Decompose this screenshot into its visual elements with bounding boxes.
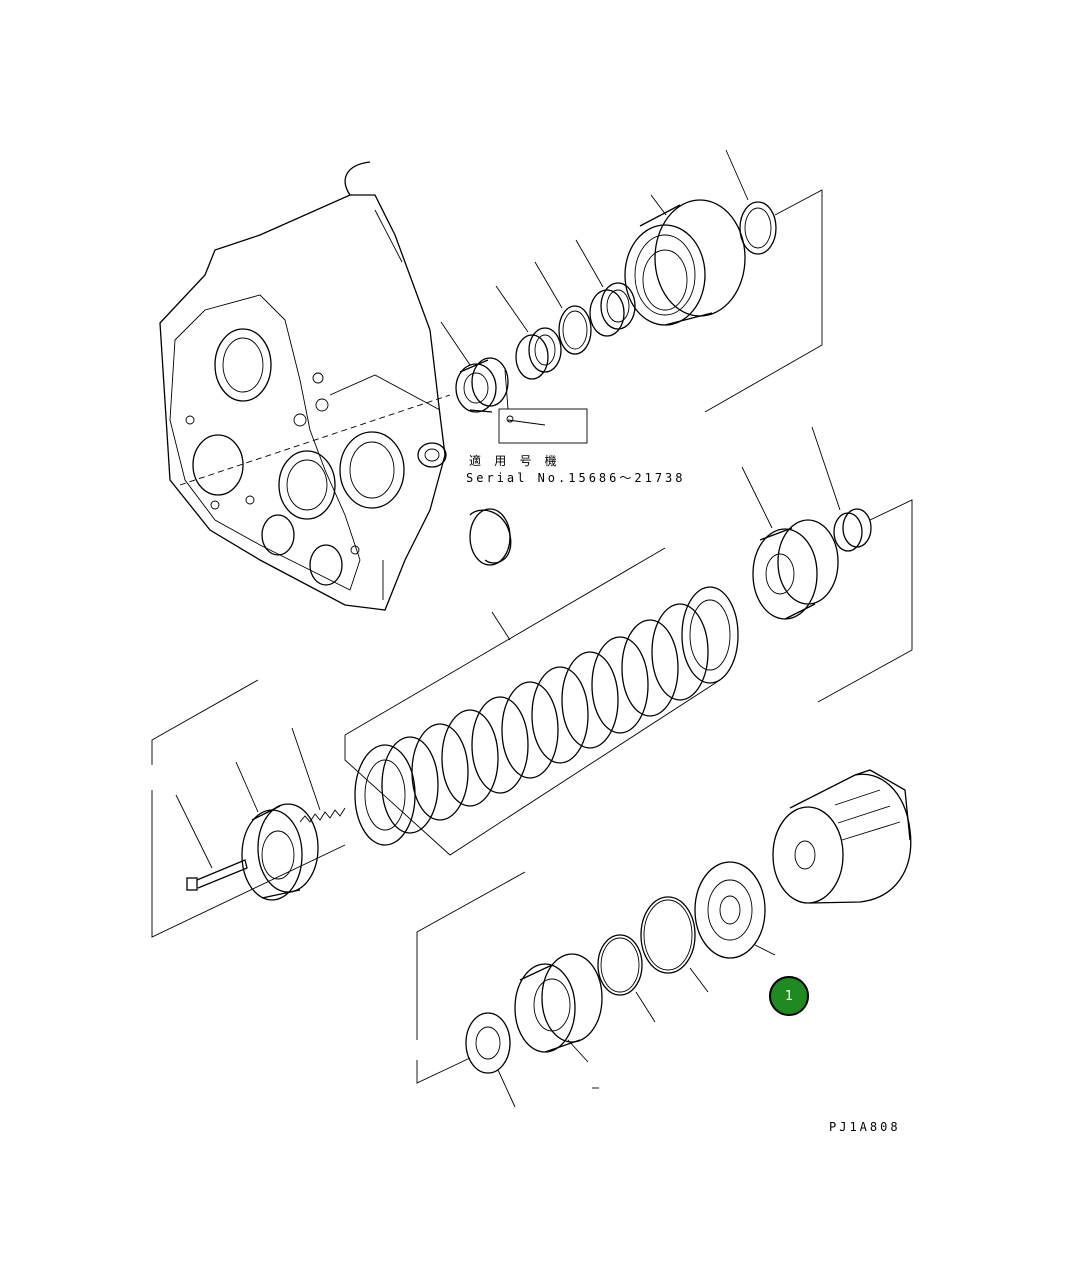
piston: [694, 861, 776, 959]
bushing: [575, 239, 636, 337]
group-bracket: [416, 1057, 471, 1084]
drawing-code-label: PJ1A808: [829, 1120, 901, 1134]
washer-plate: [465, 1012, 516, 1108]
group-bracket: [344, 679, 721, 856]
group-bracket: [817, 499, 913, 703]
group-bracket: [151, 679, 259, 765]
leader-line: [374, 209, 403, 263]
callout-badge-1[interactable]: 1: [769, 976, 809, 1016]
clutch-hub: [741, 466, 839, 620]
bearing-needle: [440, 321, 509, 413]
piston-housing: [514, 953, 603, 1063]
clutch-disc-pack: [354, 586, 739, 846]
clutch-drum: [624, 194, 746, 326]
group-bracket: [151, 790, 346, 938]
sleeve: [495, 285, 562, 380]
thrust-ring: [725, 149, 777, 255]
leader-line: [329, 374, 441, 411]
applicable-serial-label: 適 用 号 機: [469, 454, 560, 468]
applicable-serial-box: [498, 408, 588, 444]
group-bracket: [416, 871, 526, 1040]
snap-ring: [534, 261, 592, 355]
seal-ring-small: [597, 934, 656, 1023]
seal-ring-large: [640, 896, 709, 993]
clutch-housing: [772, 769, 912, 904]
spacer-ring: [811, 426, 872, 552]
serial-range-label: Serial No.15686～21738: [466, 471, 686, 485]
bolt: [175, 794, 248, 891]
group-bracket: [704, 189, 823, 413]
shaft-centerline: [179, 394, 451, 486]
transmission-housing: [159, 161, 512, 611]
retainer-plate: [235, 761, 319, 901]
spring: [291, 727, 346, 823]
